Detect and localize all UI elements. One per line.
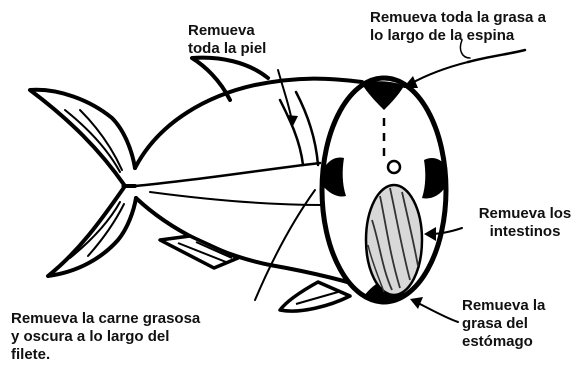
stomach-leader-line — [415, 301, 459, 323]
label-remove-intestines: Remueva los intestinos — [478, 205, 572, 240]
spine-fat — [362, 81, 404, 110]
skin-arrowhead — [286, 115, 298, 128]
spinal-cord — [386, 159, 402, 175]
spine-leader-line — [409, 61, 469, 85]
label-remove-dark-meat: Remueva la carne grasosa y oscura a lo l… — [11, 310, 201, 363]
pectoral-fin — [278, 280, 352, 313]
label-remove-stomach-fat: Remueva la grasa del estómago — [462, 297, 546, 350]
stomach-arrowhead — [410, 297, 423, 309]
label-remove-spine-fat: Remueva toda la grasa a lo largo de la e… — [370, 9, 546, 44]
dark-meat-leader-line — [254, 189, 316, 301]
tail-fin — [28, 87, 138, 278]
skin-leader-line — [277, 69, 293, 123]
dark-meat-right — [422, 158, 446, 199]
dark-meat-left — [323, 157, 346, 197]
hook-line — [466, 48, 527, 64]
hook-curl — [459, 39, 471, 59]
label-remove-skin: Remueva toda la piel — [188, 22, 267, 57]
pelvic-fin — [158, 234, 240, 270]
spine-arrowhead — [403, 76, 418, 88]
intestines — [364, 183, 424, 297]
arrowheads — [286, 76, 436, 309]
cut-cross-section — [319, 75, 449, 305]
intestines-arrowhead — [424, 227, 436, 241]
